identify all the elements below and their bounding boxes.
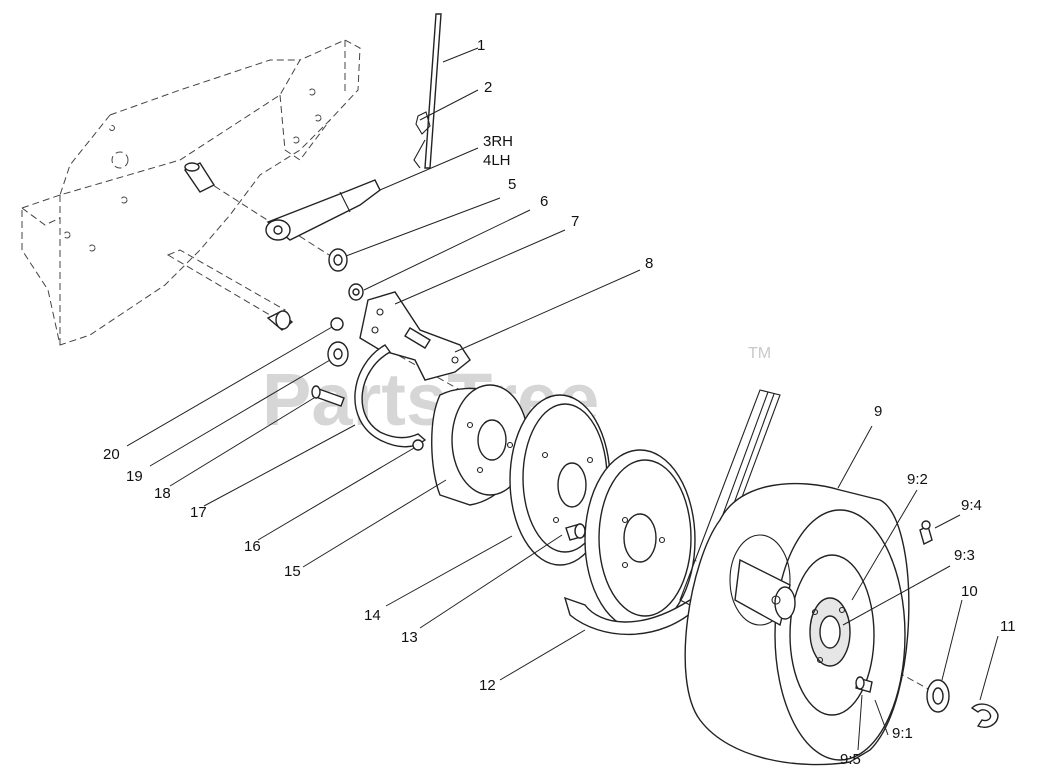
part-5-lock-washer — [328, 248, 348, 272]
part-11-e-clip — [970, 703, 999, 728]
watermark-trademark: TM — [748, 345, 771, 362]
callout-7: 7 — [571, 213, 579, 230]
part-10-washer — [926, 679, 950, 713]
part-9-wheel — [684, 482, 910, 766]
part-19-washer — [327, 341, 349, 367]
callout-14: 14 — [364, 607, 381, 624]
part-9-5-valve-stem — [855, 676, 873, 693]
part-14-disc — [509, 394, 611, 566]
part-2-clip — [415, 111, 431, 135]
callout-6: 6 — [540, 193, 548, 210]
pin — [183, 162, 216, 193]
part-20-nut — [330, 317, 344, 331]
part-17-brake-band — [354, 344, 427, 448]
callout-3rh: 3RH — [483, 133, 513, 150]
callout-12: 12 — [479, 677, 496, 694]
callout-10: 10 — [961, 583, 978, 600]
part-9-4-grease-fitting — [919, 520, 933, 546]
part-13-stud — [565, 523, 586, 541]
callout-20: 20 — [103, 446, 120, 463]
callout-9: 9 — [874, 403, 882, 420]
callout-5: 5 — [508, 176, 516, 193]
frame-phantom — [21, 39, 361, 346]
callout-19: 19 — [126, 468, 143, 485]
callout-11: 11 — [1000, 618, 1016, 635]
callout-13: 13 — [401, 629, 418, 646]
callout-9-1: 9:1 — [892, 725, 913, 742]
part-3-lever-arm — [265, 179, 381, 241]
part-1-rod — [413, 13, 442, 169]
part-7-brake-bracket — [359, 291, 471, 381]
callout-15: 15 — [284, 563, 301, 580]
shaft-bushing — [266, 310, 294, 331]
callout-9-4: 9:4 — [961, 497, 982, 514]
callout-9-2: 9:2 — [907, 471, 928, 488]
callout-18: 18 — [154, 485, 171, 502]
part-18-bolt — [311, 385, 345, 407]
callout-labels: 1 2 3RH 4LH 5 6 7 8 9 9:2 9:4 9:3 10 11 … — [103, 37, 1016, 768]
part-12-pulley — [563, 449, 702, 636]
callout-9-5: 9:5 — [840, 751, 861, 768]
part-15-brake-drum — [431, 384, 529, 506]
callout-9-3: 9:3 — [954, 547, 975, 564]
part-6-washer — [348, 283, 364, 301]
callout-16: 16 — [244, 538, 261, 555]
callout-4lh: 4LH — [483, 152, 511, 169]
callout-1: 1 — [477, 37, 485, 54]
callout-2: 2 — [484, 79, 492, 96]
part-16-nut — [412, 439, 424, 451]
part-9-2-hub — [809, 597, 851, 667]
leader-lines — [126, 47, 999, 751]
callout-8: 8 — [645, 255, 653, 272]
callout-17: 17 — [190, 504, 207, 521]
